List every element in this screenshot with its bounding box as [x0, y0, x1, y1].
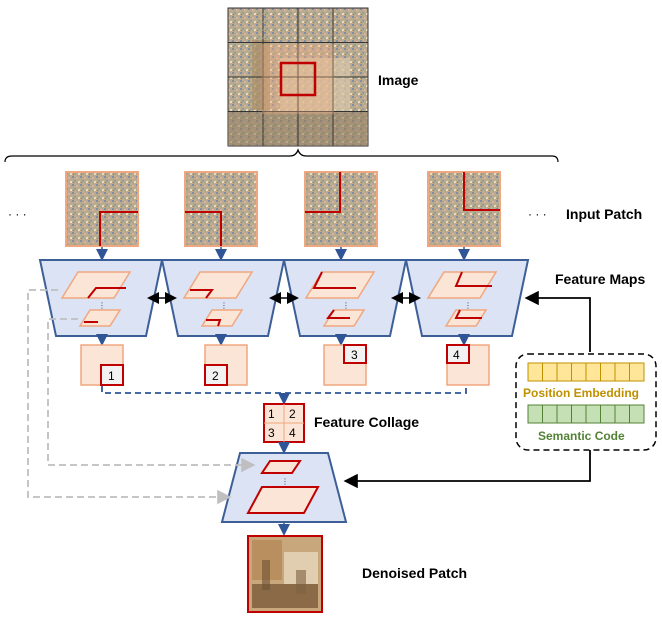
ellipsis-right: · · · [528, 207, 547, 221]
code-to-encoder-arrow [524, 290, 591, 352]
denoised-patch-label: Denoised Patch [362, 565, 467, 581]
position-embedding-label: Position Embedding [523, 386, 639, 400]
feature-patch-4 [446, 344, 490, 386]
semantic-code-bar [527, 404, 645, 424]
feature-patch-3 [323, 344, 367, 386]
svg-text:⋮: ⋮ [342, 301, 350, 310]
feature-maps-label: Feature Maps [555, 271, 645, 287]
image-grid [228, 8, 368, 146]
code-box: Position Embedding Semantic Code [515, 353, 657, 451]
feature-collage [263, 403, 305, 443]
target-patch-highlight [279, 61, 317, 97]
collage-collector-line [101, 386, 467, 394]
feature-patch-number-3: 3 [351, 348, 358, 362]
denoised-patch [247, 535, 323, 613]
feature-patch-number-1: 1 [108, 369, 115, 383]
encoder-4: ⋮ [404, 259, 530, 337]
input-patch-2 [184, 171, 258, 247]
encoder-2: ⋮ [160, 259, 286, 337]
position-embedding-bar [527, 362, 645, 382]
feature-patch-number-4: 4 [453, 348, 460, 362]
source-image [227, 7, 369, 147]
semantic-code-label: Semantic Code [538, 429, 625, 443]
input-patch-label: Input Patch [566, 206, 642, 222]
feature-patch-number-2: 2 [212, 369, 219, 383]
svg-text:⋮: ⋮ [220, 301, 228, 310]
ellipsis-left: · · · [8, 207, 27, 221]
input-patch-4 [427, 171, 501, 247]
skip-connection-outer [27, 289, 232, 505]
encoder-1: ⋮ [38, 259, 164, 337]
collage-number-2: 2 [289, 407, 296, 421]
feature-collage-label: Feature Collage [314, 414, 419, 430]
image-label: Image [378, 72, 419, 88]
svg-text:⋮: ⋮ [281, 477, 289, 486]
feature-patch-1 [80, 344, 124, 386]
encoder-3: ⋮ [282, 259, 408, 337]
svg-text:⋮: ⋮ [464, 301, 472, 310]
collage-number-1: 1 [268, 407, 275, 421]
svg-text:⋮: ⋮ [98, 301, 106, 310]
context-window [262, 44, 334, 114]
curly-brace [4, 148, 559, 163]
encoder-to-feature-arrows [96, 334, 470, 346]
input-patch-3 [304, 171, 378, 247]
patch-to-encoder-arrows [96, 247, 470, 261]
decoder: ⋮ [220, 452, 348, 523]
feature-patch-2 [204, 344, 248, 386]
collage-number-4: 4 [289, 426, 296, 440]
skip-connection-inner [47, 318, 256, 473]
input-patch-1 [65, 171, 139, 247]
collage-number-3: 3 [268, 426, 275, 440]
code-to-decoder-arrow [343, 450, 591, 489]
